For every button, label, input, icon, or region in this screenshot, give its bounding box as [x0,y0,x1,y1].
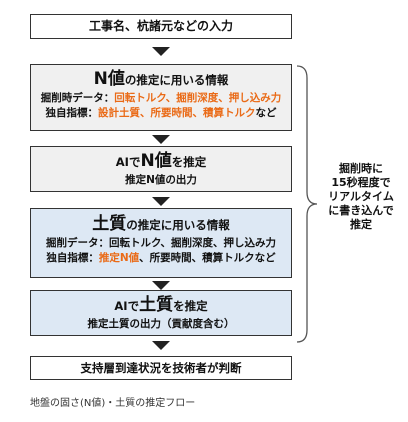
arrow-down-4 [152,281,170,290]
ai-nvalue-big: N値 [140,151,172,171]
side-note-line: 推定 [350,218,372,231]
nvalue-info-title: N値の推定に用いる情報 [31,68,291,91]
nvalue-info-line1-value: 回転トルク、掘削深度、押し込み力 [114,92,282,104]
engineer-judgment-text: 支持層到達状況を技術者が判断 [80,361,242,375]
ai-nvalue-title: AIでN値を推定 [31,150,291,173]
arrow-down-3 [152,197,170,206]
soil-info-line2-label: 独自指標： [46,252,99,264]
figure-caption: 地盤の固さ(N値)・土質の推定フロー [30,398,196,409]
step-input-box: 工事名、杭諸元などの入力 [30,14,292,39]
right-brace-path [296,65,318,343]
nvalue-info-box: N値の推定に用いる情報 掘削時データ：回転トルク、掘削深度、押し込み力 独自指標… [30,64,292,131]
ai-nvalue-output: 推定N値の出力 [125,174,197,186]
soil-info-box: 土質の推定に用いる情報 掘削データ：回転トルク、掘削深度、押し込み力 独自指標：… [30,208,292,278]
step-input-text: 工事名、杭諸元などの入力 [88,19,233,33]
nvalue-info-line2-tail: など [255,107,277,119]
ai-soil-box: AIで土質を推定 推定土質の出力（貢献度含む） [30,290,292,336]
nvalue-info-line2-label: 独自指標： [45,107,99,119]
ai-soil-suffix: を推定 [173,299,208,313]
nvalue-info-title-rest: の推定に用いる情報 [124,73,229,87]
side-note-line: 15秒程度で [331,176,391,189]
nvalue-info-line1: 掘削時データ：回転トルク、掘削深度、押し込み力 [31,91,291,106]
nvalue-info-title-big: N値 [93,69,125,89]
ai-soil-title: AIで土質を推定 [31,294,291,317]
ai-nvalue-prefix: AIで [115,155,141,169]
side-note-line: 掘削時に [339,162,383,175]
nvalue-info-line2-value: 設計土質、所要時間、積算トルク [98,107,256,119]
soil-info-line2-rest: 、所要時間、積算トルクなど [139,252,276,264]
soil-info-title: 土質の推定に用いる情報 [31,213,291,236]
engineer-judgment-box: 支持層到達状況を技術者が判断 [30,356,292,380]
ai-nvalue-suffix: を推定 [171,155,207,169]
right-brace [296,65,318,343]
side-note-line: リアルタイム [328,190,394,203]
nvalue-info-line1-label: 掘削時データ： [40,92,115,104]
ai-soil-big: 土質 [139,295,174,315]
soil-info-line2-highlight: 推定N値 [98,252,140,264]
nvalue-info-line2: 独自指標：設計土質、所要時間、積算トルクなど [31,106,291,121]
arrow-down-5 [152,341,170,350]
arrow-down-2 [152,135,170,144]
soil-info-line1: 掘削データ：回転トルク、掘削深度、押し込み力 [45,237,277,249]
ai-nvalue-box: AIでN値を推定 推定N値の出力 [30,146,292,192]
soil-info-title-big: 土質 [92,214,127,234]
ai-soil-prefix: AIで [114,299,140,313]
side-note-line: に書き込んで [328,204,394,217]
ai-soil-output: 推定土質の出力（貢献度含む） [87,318,235,330]
side-note: 掘削時に 15秒程度で リアルタイム に書き込んで 推定 [318,162,404,232]
soil-info-title-rest: の推定に用いる情報 [126,218,230,232]
arrow-down-1 [152,47,170,56]
soil-info-line2: 独自指標：推定N値、所要時間、積算トルクなど [31,251,291,266]
